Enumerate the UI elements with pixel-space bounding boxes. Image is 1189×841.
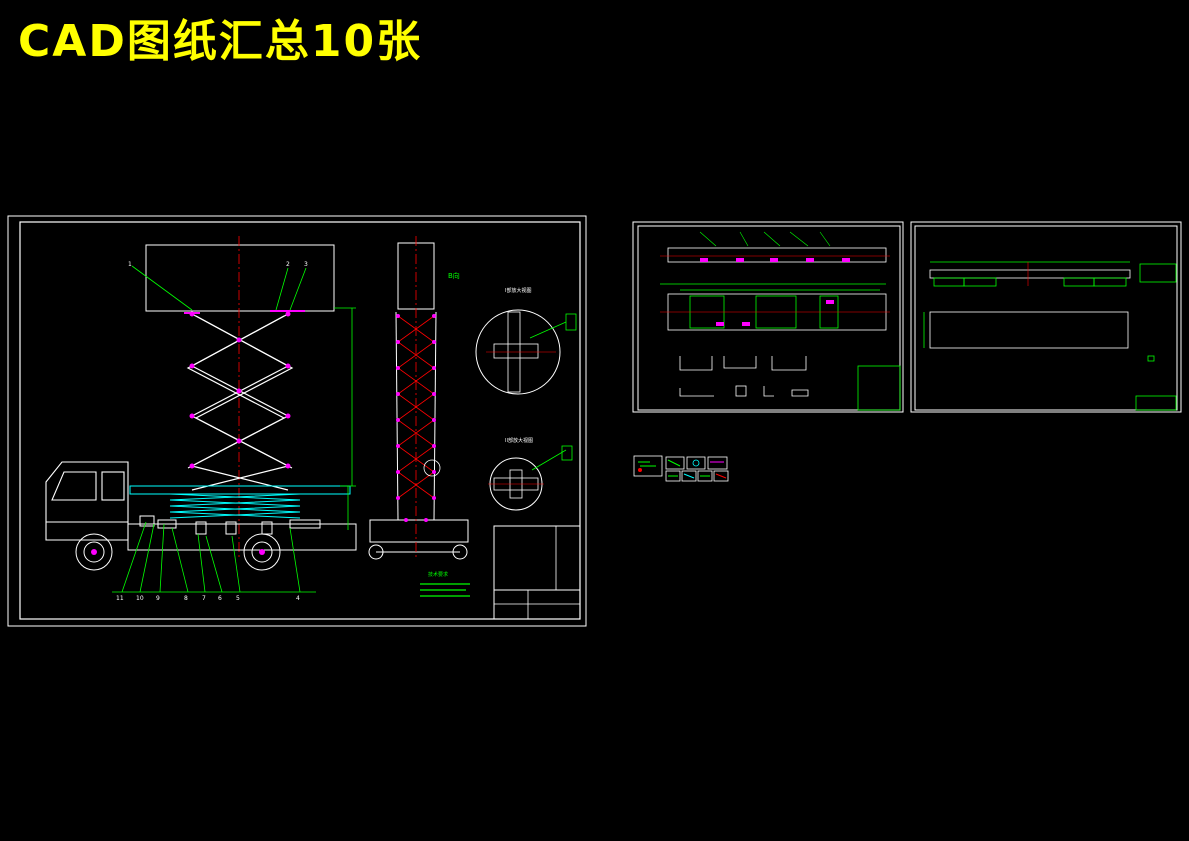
sheet-2-outer-frame bbox=[632, 221, 904, 413]
detail-view-i: I部放大视图 bbox=[475, 287, 577, 395]
part-number-3: 3 bbox=[304, 261, 308, 268]
thumbnail-sheet-7[interactable] bbox=[697, 470, 713, 482]
beam-dimensions bbox=[930, 261, 1177, 287]
truck-wheels bbox=[75, 533, 281, 571]
part-number-5: 5 bbox=[236, 595, 240, 602]
collapsed-scissor-stack bbox=[129, 485, 351, 519]
part-number-9: 9 bbox=[156, 595, 160, 602]
drawing-collection-title: CAD图纸汇总10张 bbox=[18, 16, 423, 67]
sheet-3-beam-drawing[interactable] bbox=[910, 221, 1182, 413]
sheet-3-outer-frame bbox=[910, 221, 1182, 413]
thumbnail-sheet-6[interactable] bbox=[681, 470, 697, 482]
truck-chassis bbox=[127, 515, 357, 551]
side-view-links bbox=[397, 315, 435, 499]
tech-req-title: 技术要求 bbox=[428, 571, 448, 578]
thumbnail-sheet-8[interactable] bbox=[713, 470, 729, 482]
frame-section-views bbox=[679, 356, 809, 397]
detail-ii-callout-circle bbox=[423, 459, 441, 477]
beam-detail-mark bbox=[1147, 355, 1155, 362]
wheel-hubs bbox=[91, 549, 265, 555]
sheet-1-outer-frame bbox=[7, 215, 587, 627]
leader-lines-bottom bbox=[112, 521, 316, 593]
part-number-4: 4 bbox=[296, 595, 300, 602]
part-number-10: 10 bbox=[136, 595, 144, 602]
frame-centerlines bbox=[660, 255, 890, 313]
detail-i-label: I部放大视图 bbox=[505, 287, 531, 294]
part-numbers-bottom: 11 10 9 8 7 6 5 4 bbox=[116, 595, 300, 602]
sheet-1-inner-frame bbox=[19, 221, 581, 620]
beam-elevation bbox=[929, 269, 1131, 279]
detail-ii-label: II部放大视图 bbox=[505, 437, 533, 444]
part-number-7: 7 bbox=[202, 595, 206, 602]
frame-brackets bbox=[700, 258, 850, 326]
side-view-pivots bbox=[396, 314, 436, 522]
part-number-6: 6 bbox=[218, 595, 222, 602]
sheet-3-title-block bbox=[1135, 395, 1177, 411]
part-number-1: 1 bbox=[128, 261, 132, 268]
view-b-label: B向 bbox=[448, 271, 460, 280]
thumbnail-sheet-1[interactable] bbox=[633, 455, 663, 477]
thumbnail-sheet-5[interactable] bbox=[665, 470, 681, 482]
thumbnail-sheets[interactable] bbox=[633, 455, 729, 482]
part-number-8: 8 bbox=[184, 595, 188, 602]
detail-view-ii: II部放大视图 bbox=[488, 437, 573, 511]
lift-platform bbox=[145, 244, 335, 312]
technical-requirements: 技术要求 bbox=[420, 571, 470, 597]
scissor-pivots bbox=[189, 311, 291, 469]
thumbnail-sheet-2[interactable] bbox=[665, 456, 685, 470]
thumbnail-sheet-3[interactable] bbox=[686, 456, 706, 470]
sheet-1-title-block bbox=[493, 525, 581, 620]
part-number-2: 2 bbox=[286, 261, 290, 268]
leader-lines-top bbox=[131, 265, 307, 311]
beam-plan-view bbox=[929, 311, 1129, 349]
height-dimension bbox=[334, 307, 356, 530]
sheet-1-scissor-lift-assembly[interactable]: 1 2 3 11 10 9 8 7 6 5 4 bbox=[7, 215, 587, 627]
platform-hinge bbox=[184, 310, 305, 314]
frame-leader-lines bbox=[699, 231, 831, 247]
side-view-column bbox=[368, 242, 469, 560]
truck-cab bbox=[45, 461, 129, 541]
frame-plan-members bbox=[660, 283, 886, 329]
sheet-2-frame-drawing[interactable] bbox=[632, 221, 904, 413]
sheet-2-title-block bbox=[857, 365, 901, 411]
sheet-3-inner-frame bbox=[914, 225, 1178, 411]
sheet-2-inner-frame bbox=[637, 225, 901, 411]
part-number-11: 11 bbox=[116, 595, 124, 602]
thumbnail-sheet-4[interactable] bbox=[707, 456, 728, 470]
